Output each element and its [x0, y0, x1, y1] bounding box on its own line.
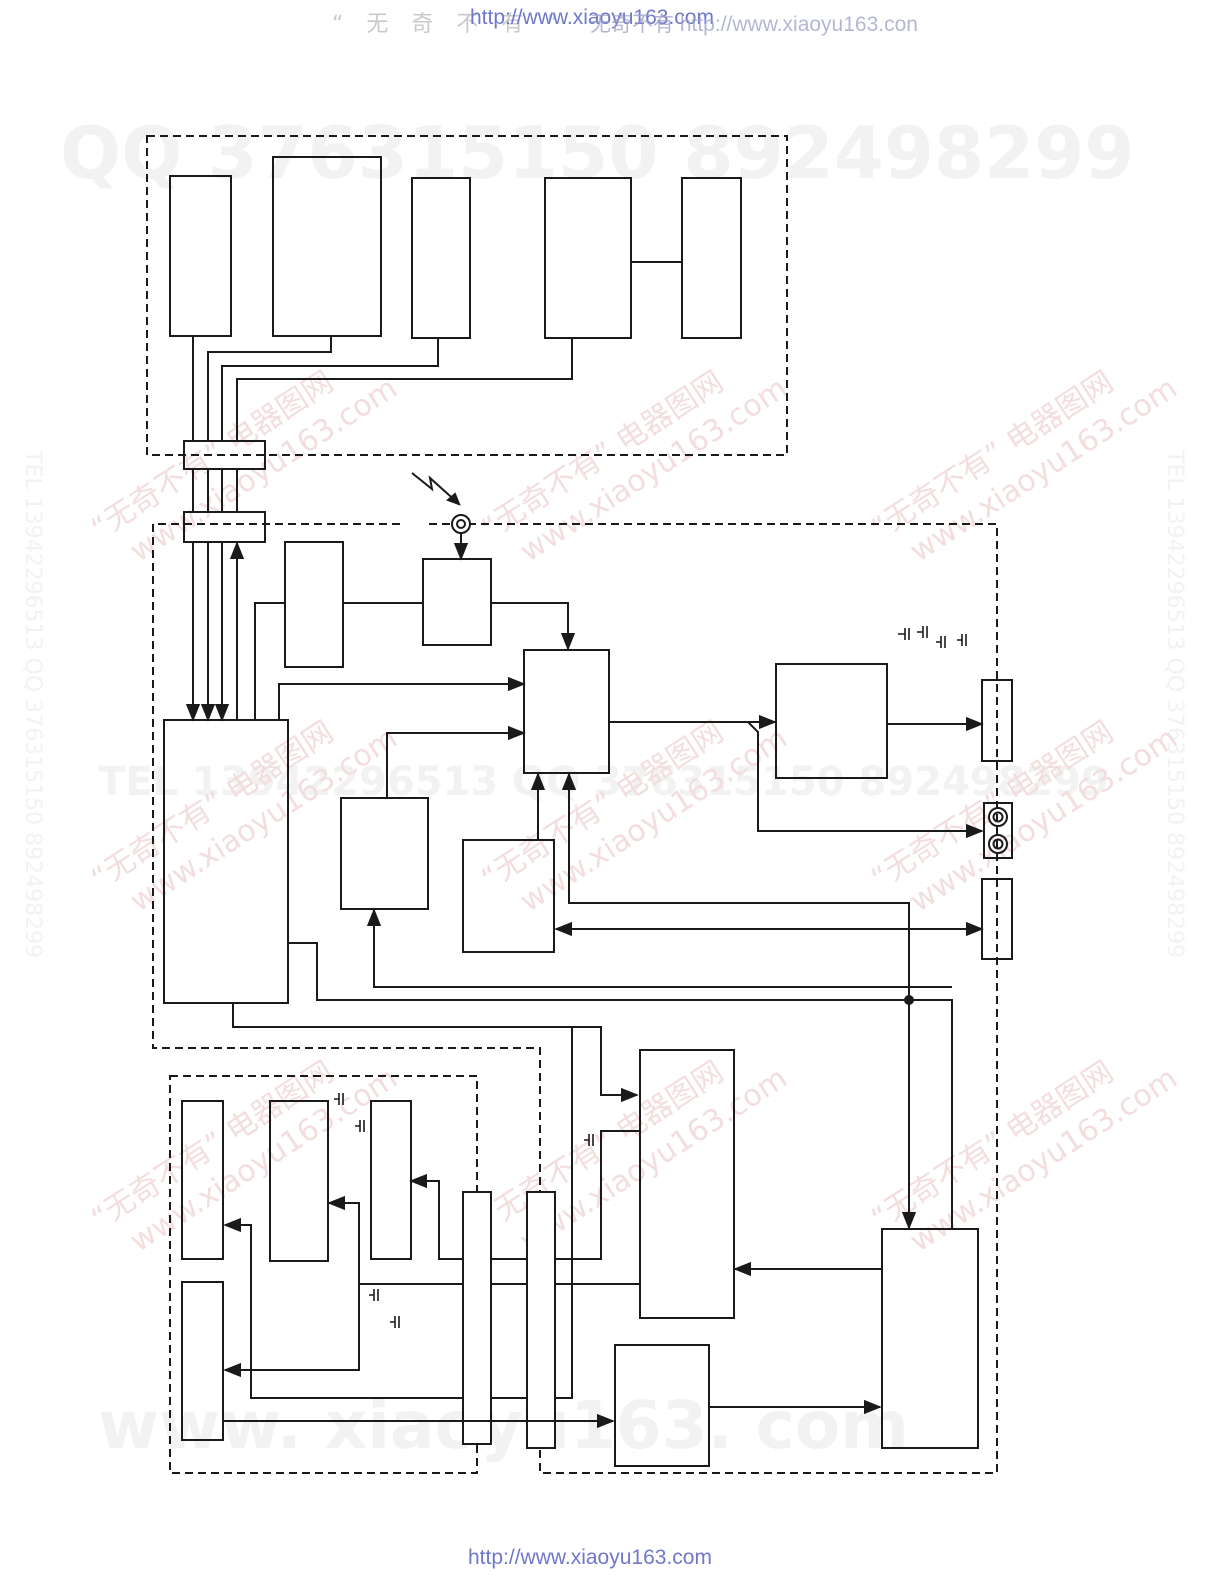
- av-jack-2-icon: [988, 834, 1008, 854]
- top-block-3: [411, 177, 471, 339]
- watermark-stamp-8: “无奇不有” 电器图网 www.xiaoyu163.com: [475, 1055, 793, 1260]
- header-url-link[interactable]: http://www.xiaoyu163.com: [470, 6, 714, 29]
- watermark-qq: QQ 376315150 892498299: [60, 111, 1134, 195]
- block-c: [462, 839, 555, 953]
- output-connector-2: [981, 878, 1013, 960]
- av-jack-block: [983, 802, 1013, 859]
- watermark-stamp-9: “无奇不有” 电器图网 www.xiaoyu163.com: [865, 1055, 1183, 1260]
- top-block-4: [544, 177, 632, 339]
- lightning-icon: [411, 472, 460, 505]
- wire-4: [236, 338, 573, 441]
- watermark-stamp-1: “无奇不有” 电器图网 www.xiaoyu163.com: [85, 365, 403, 570]
- footer-url-link[interactable]: http://www.xiaoyu163.com: [468, 1546, 712, 1569]
- watermark-layer: QQ 376315150 892498299 TEL 13942296513 Q…: [20, 111, 1187, 1464]
- bus-bar-2: [526, 1191, 556, 1449]
- output-connector-1: [981, 679, 1013, 762]
- watermark-stamp-4: “无奇不有” 电器图网 www.xiaoyu163.com: [85, 715, 403, 920]
- antenna-jack: [451, 514, 471, 534]
- wire-2: [207, 336, 332, 441]
- top-block-5: [681, 177, 742, 339]
- main-controller-block: [163, 719, 289, 1004]
- main-dashed-group: [152, 523, 998, 1474]
- block-b: [340, 797, 429, 910]
- header-watermark-text: “ 无 奇 不 有 ”: [332, 12, 566, 37]
- watermark-stamp-7: “无奇不有” 电器图网 www.xiaoyu163.com: [85, 1055, 403, 1260]
- watermark-side-left: TEL 13942296513 QQ 376315150 892498299: [20, 449, 45, 958]
- block-a: [284, 541, 344, 668]
- av-jack-1-icon: [988, 807, 1008, 827]
- central-processor-block: [523, 649, 610, 774]
- power-block: [881, 1228, 979, 1449]
- connector-lower: [183, 511, 266, 543]
- connector-upper: [183, 440, 266, 470]
- bus-bar-1: [462, 1191, 492, 1445]
- diagram-lines: [146, 135, 1013, 1474]
- watermark-stamp-2: “无奇不有” 电器图网 www.xiaoyu163.com: [475, 365, 793, 570]
- wire-3: [221, 338, 439, 441]
- top-dashed-group: [146, 135, 788, 456]
- bl-block-3: [370, 1100, 412, 1260]
- capacitor-symbols: [334, 626, 967, 1328]
- bottom-left-dashed-group: [169, 1075, 478, 1474]
- header-overlap-text: 无奇不有 http://www.xiaoyu163.con: [590, 13, 918, 36]
- watermark-stamp-3: “无奇不有” 电器图网 www.xiaoyu163.com: [865, 365, 1183, 570]
- bl-block-2: [269, 1100, 329, 1262]
- bl-block-1: [181, 1100, 224, 1260]
- watermark-site: www. xiaoyu163. com: [98, 1387, 909, 1464]
- bl-block-4: [181, 1281, 224, 1441]
- block-d: [639, 1049, 735, 1319]
- watermark-side-right: TEL 13942296513 QQ 376315150 892498299: [1162, 449, 1187, 958]
- block-e: [614, 1344, 710, 1467]
- receiver-block: [422, 558, 492, 646]
- top-block-1: [169, 175, 232, 337]
- top-block-2: [272, 156, 382, 337]
